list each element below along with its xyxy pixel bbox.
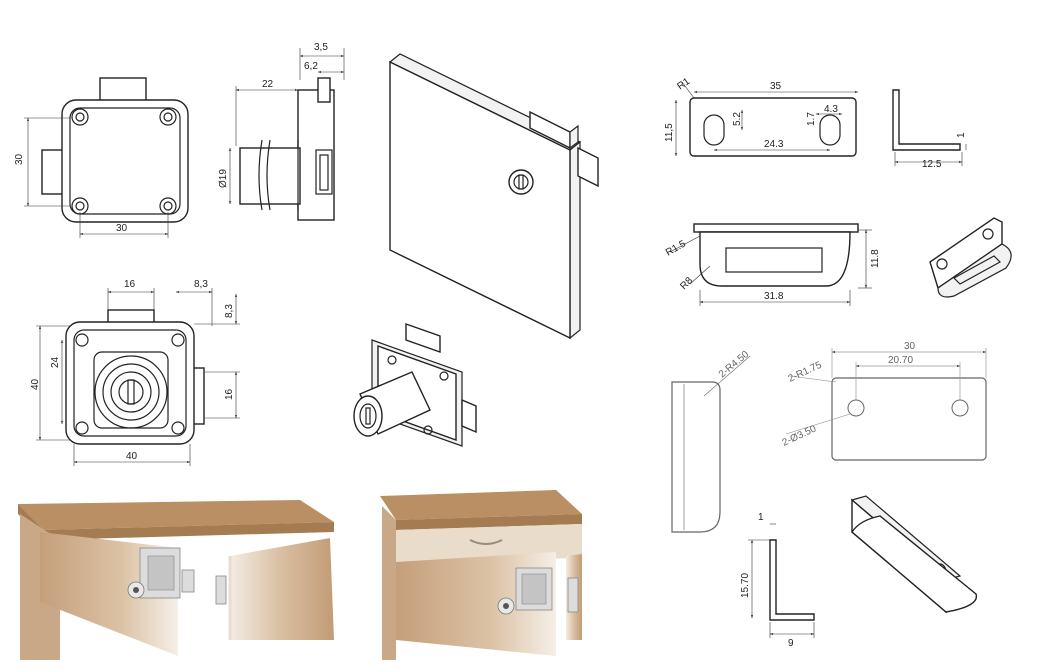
bracket-l-profile: [748, 523, 815, 638]
bracket-end-radius-dim: 2-R4.50: [717, 349, 752, 381]
bracket-height-dim: 15.70: [740, 573, 751, 598]
front-width-dim: 30: [116, 223, 128, 234]
strike-plate-side: [892, 89, 967, 166]
lock-side-view: [228, 48, 345, 221]
lock-front-view: [24, 77, 189, 238]
strike-thickness-dim: 1: [956, 132, 967, 138]
bracket-front: [785, 348, 987, 461]
back-width-dim: 40: [126, 451, 138, 462]
keeper-length-dim: 31.8: [764, 291, 784, 302]
front-height-dim: 30: [14, 153, 25, 165]
strike-depth-dim: 12.5: [922, 159, 942, 170]
back-offset-top-dim: 8,3: [194, 279, 208, 290]
back-offset-right-dim: 8,3: [224, 304, 235, 318]
strike-slot-length-dim: 4.3: [824, 104, 838, 115]
lock-panel-isometric: [388, 53, 599, 340]
side-depth-dim: 22: [262, 79, 274, 90]
strike-hole-spacing-dim: 24.3: [764, 139, 784, 150]
keeper-outer-radius-dim: R1.5: [664, 238, 688, 258]
lock-back-view: [36, 288, 240, 466]
bracket-length-dim: 30: [904, 341, 916, 352]
back-height-dim: 40: [30, 378, 41, 390]
back-inner-height-dim: 24: [50, 356, 61, 368]
back-width-top-dim: 16: [124, 279, 136, 290]
strike-radius-dim: R1: [675, 76, 692, 93]
bracket-side-profile: [671, 355, 751, 533]
keeper-inner-radius-dim: R8: [678, 275, 695, 292]
bracket-thickness-dim: 1: [758, 512, 764, 523]
cabinet-photo-double-door: [18, 500, 334, 660]
strike-height-dim: 11,5: [664, 123, 675, 142]
bracket-corner-radius-dim: 2-R1.75: [787, 360, 824, 385]
strike-length-dim: 35: [770, 81, 782, 92]
keeper-height-dim: 11.8: [870, 249, 881, 268]
bracket-hole-diameter-dim: 2-Ø3.50: [781, 423, 819, 448]
back-cam-dim: 16: [224, 388, 235, 400]
bracket-base-dim: 9: [788, 638, 794, 649]
lock-body-isometric: [353, 323, 477, 447]
keeper-plate-front: [669, 223, 872, 306]
keeper-plate-isometric: [929, 217, 1012, 298]
strike-slot-width-dim: 5.2: [732, 112, 743, 126]
bracket-hole-spacing-dim: 20.70: [888, 355, 913, 366]
side-plate-dim: 6,2: [304, 61, 318, 72]
cabinet-photo-drawer: [380, 490, 582, 660]
side-total-dim: 3,5: [314, 42, 328, 53]
strike-plate-front: [674, 81, 859, 157]
bracket-isometric: [850, 495, 978, 614]
side-diameter-dim: Ø19: [218, 169, 229, 188]
strike-slot-height-dim: 1.7: [806, 112, 817, 126]
